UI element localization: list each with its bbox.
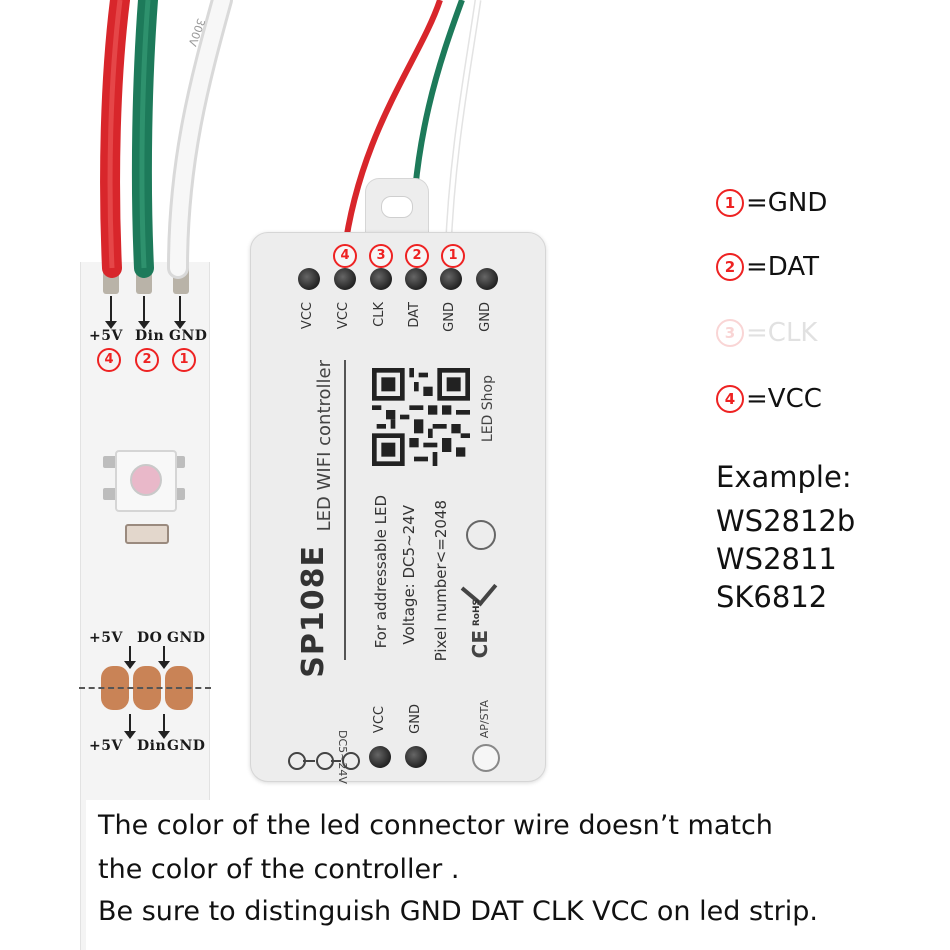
terminal-gnd-2 xyxy=(476,268,498,290)
terminal-clk xyxy=(370,268,392,290)
button-label: AP/STA xyxy=(478,700,491,739)
wire-number-1: 1 xyxy=(441,244,465,268)
power-pin-vcc: VCC xyxy=(372,706,387,734)
pin-label-vcc-1: VCC xyxy=(300,302,315,330)
wire-number-3: 3 xyxy=(369,244,393,268)
note-panel xyxy=(86,800,950,950)
polarity-minus-icon xyxy=(342,752,360,770)
arrow-down-icon xyxy=(158,714,170,739)
legend-vcc: 4=VCC xyxy=(716,384,822,414)
example-sk6812: SK6812 xyxy=(716,580,828,614)
example-heading: Example: xyxy=(716,460,852,494)
label-5v-top: +5V xyxy=(89,328,123,344)
polarity-line xyxy=(303,760,315,762)
product-title: LED WIFI controller xyxy=(314,360,335,532)
cut-line xyxy=(79,687,211,689)
spec-line-1: For addressable LED xyxy=(372,495,390,649)
strip-wires xyxy=(100,0,233,279)
terminal-vcc-2 xyxy=(334,268,356,290)
label-gnd-top: GND xyxy=(169,328,208,344)
note-line-3: Be sure to distinguish GND DAT CLK VCC o… xyxy=(98,896,818,927)
label-gnd-mid: GND xyxy=(167,630,206,646)
legend-text-gnd: =GND xyxy=(746,188,828,218)
mounting-hole xyxy=(381,196,413,218)
legend-number-3: 3 xyxy=(716,319,744,347)
label-do-mid: DO xyxy=(137,630,163,646)
legend-number-1: 1 xyxy=(716,189,744,217)
ce-mark: CE xyxy=(468,630,492,659)
wire-number-4: 4 xyxy=(333,244,357,268)
legend-text-clk: =CLK xyxy=(746,318,818,348)
arrow-down-icon xyxy=(158,646,170,669)
label-gnd-bottom: GND xyxy=(167,738,206,754)
rohs-mark: RoHS xyxy=(460,569,498,626)
ap-sta-button[interactable] xyxy=(472,744,500,772)
resistor xyxy=(125,524,169,544)
arrow-down-icon xyxy=(124,646,136,669)
note-line-1: The color of the led connector wire does… xyxy=(98,810,773,841)
legend-dat: 2=DAT xyxy=(716,252,819,282)
note-line-2: the color of the controller . xyxy=(98,854,460,885)
sp108e-controller xyxy=(250,232,546,782)
legend-number-2: 2 xyxy=(716,253,744,281)
legend-number-4: 4 xyxy=(716,385,744,413)
pin-label-dat: DAT xyxy=(407,302,422,328)
legend-text-vcc: =VCC xyxy=(746,384,822,414)
example-ws2812b: WS2812b xyxy=(716,504,856,538)
polarity-line xyxy=(331,760,341,762)
shop-label: LED Shop xyxy=(480,375,496,443)
terminal-dat xyxy=(405,268,427,290)
qr-code[interactable] xyxy=(372,368,470,466)
label-5v-bottom: +5V xyxy=(89,738,123,754)
legend-text-dat: =DAT xyxy=(746,252,819,282)
number-1-badge: 1 xyxy=(172,348,196,372)
pin-label-vcc-2: VCC xyxy=(336,302,351,330)
pin-label-gnd-1: GND xyxy=(442,302,457,332)
label-din-top: Din xyxy=(135,328,165,344)
wire-number-2: 2 xyxy=(405,244,429,268)
number-4-badge: 4 xyxy=(97,348,121,372)
label-divider xyxy=(344,360,346,660)
controller-wires xyxy=(341,0,482,255)
arrow-down-icon xyxy=(105,296,117,329)
terminal-power-vcc xyxy=(369,746,391,768)
terminal-power-gnd xyxy=(405,746,427,768)
label-din-bottom: Din xyxy=(137,738,167,754)
recycle-icon xyxy=(466,520,496,550)
terminal-vcc-1 xyxy=(298,268,320,290)
rohs-label: RoHS xyxy=(472,599,482,627)
model-name: SP108E xyxy=(296,545,331,678)
arrow-down-icon xyxy=(174,296,186,329)
arrow-down-icon xyxy=(124,714,136,739)
power-pin-gnd: GND xyxy=(408,704,423,734)
pin-label-clk: CLK xyxy=(372,302,387,327)
label-5v-mid: +5V xyxy=(89,630,123,646)
arrow-down-icon xyxy=(138,296,150,329)
spec-line-3: Pixel number<=2048 xyxy=(432,500,450,662)
spec-line-2: Voltage: DC5~24V xyxy=(400,505,418,645)
legend-gnd: 1=GND xyxy=(716,188,827,218)
pin-label-gnd-2: GND xyxy=(478,302,493,332)
number-2-badge: 2 xyxy=(135,348,159,372)
led-chip xyxy=(103,450,185,512)
legend-clk: 3=CLK xyxy=(716,318,817,348)
terminal-gnd-1 xyxy=(440,268,462,290)
example-ws2811: WS2811 xyxy=(716,542,837,576)
